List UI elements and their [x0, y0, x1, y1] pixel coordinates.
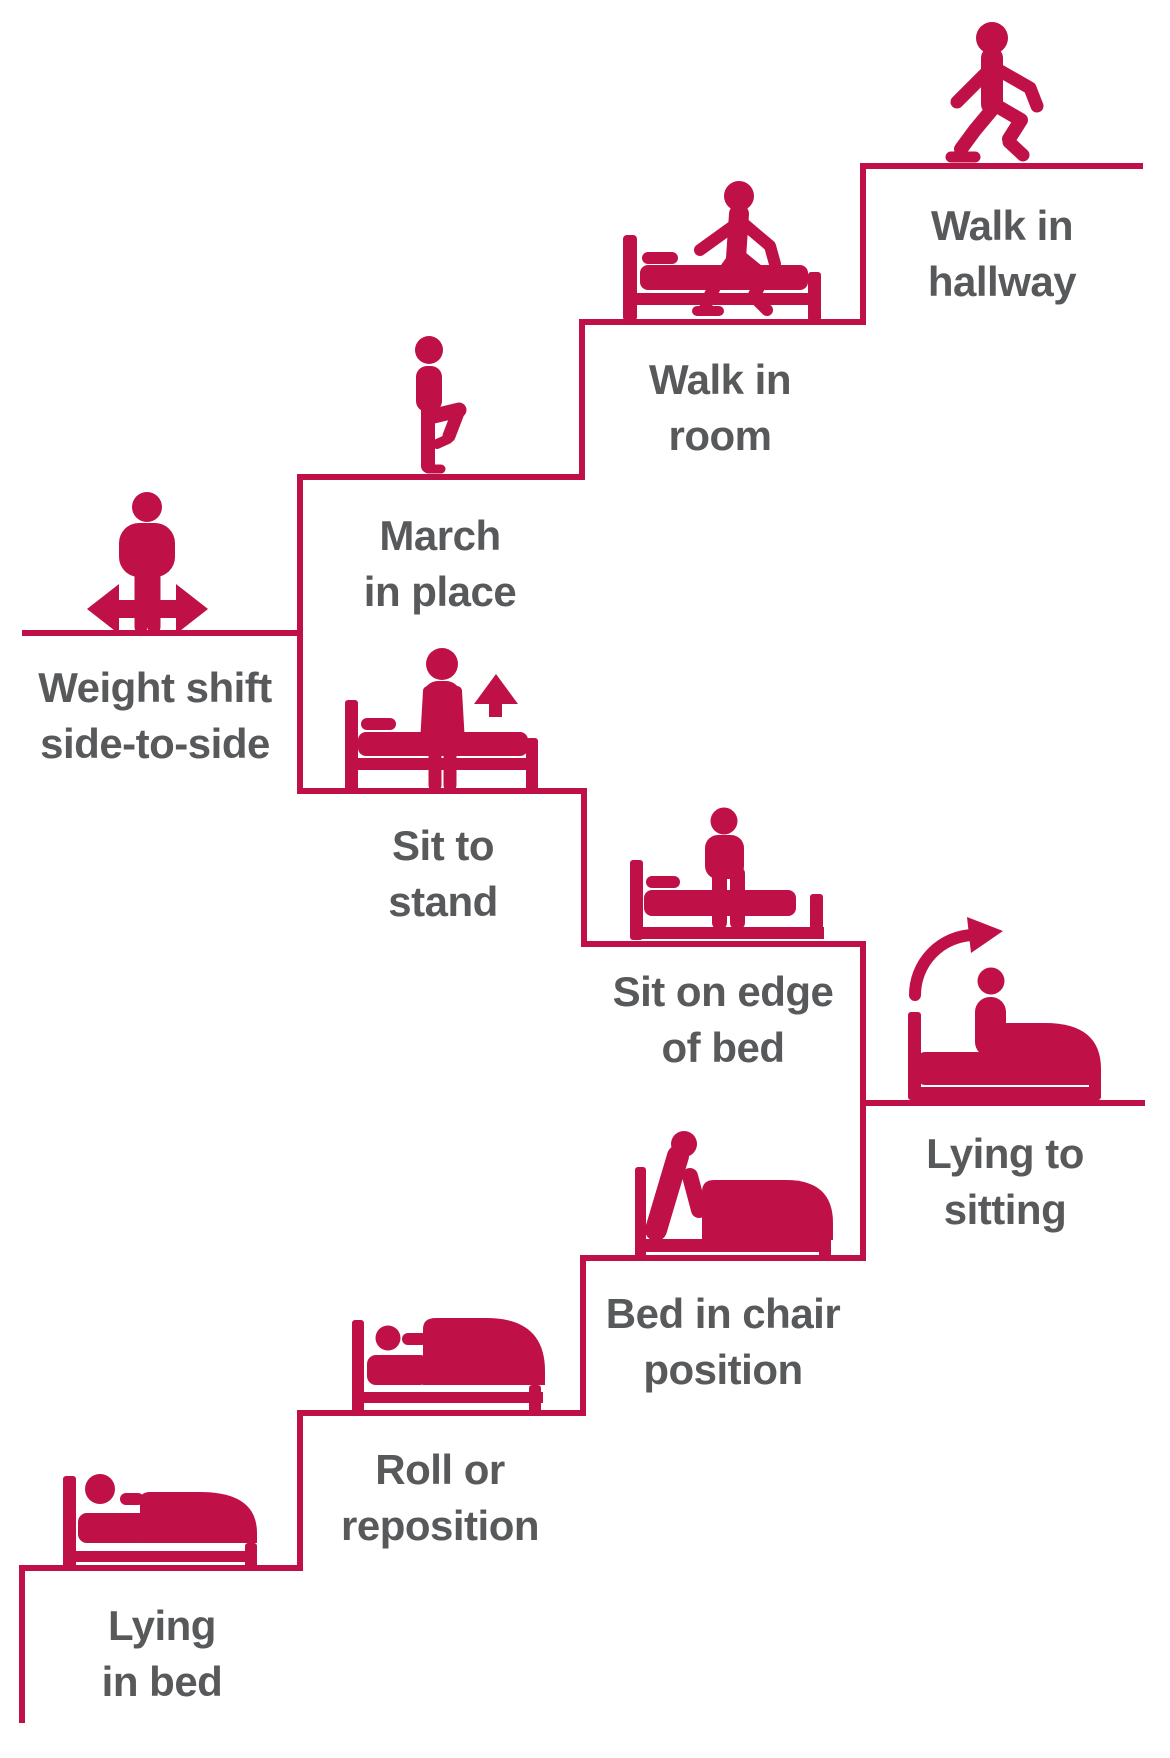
person-rolling-in-bed-icon [352, 1318, 545, 1413]
person-standing-by-bed-arrow-icon [345, 648, 538, 791]
person-marching-icon [415, 336, 467, 474]
person-sitting-up-arrow-icon [908, 917, 1101, 1100]
person-walking-by-bed-icon [623, 181, 821, 321]
person-sitting-edge-of-bed-icon [630, 807, 824, 940]
person-walking-icon [945, 22, 1044, 163]
person-side-arrows-icon [87, 492, 208, 633]
bed-chair-recline-icon [635, 1131, 833, 1258]
person-lying-in-bed-icon [63, 1474, 257, 1570]
